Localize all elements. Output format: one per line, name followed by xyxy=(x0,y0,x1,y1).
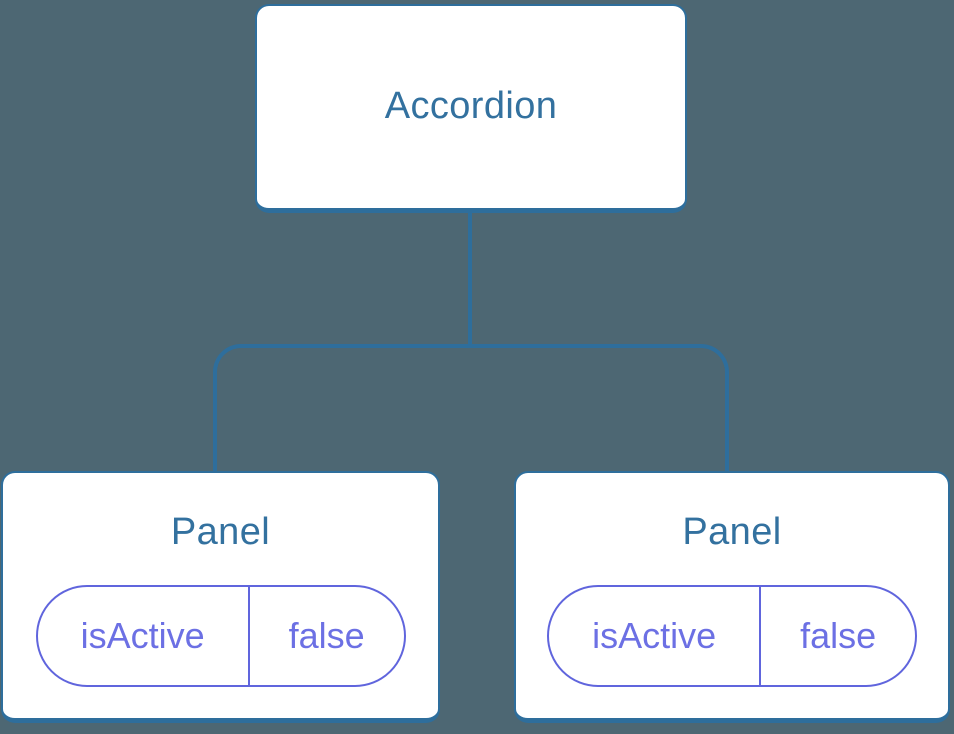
panel-node-label: Panel xyxy=(170,511,271,553)
panel-node-left: Panel isActive false xyxy=(1,471,440,723)
panel-node-right: Panel isActive false xyxy=(514,471,950,723)
prop-pill: isActive false xyxy=(547,584,917,687)
prop-pill: isActive false xyxy=(35,584,406,687)
accordion-node-label: Accordion xyxy=(384,85,558,128)
accordion-node: Accordion xyxy=(255,4,687,213)
connector-stem xyxy=(468,211,472,348)
prop-name: isActive xyxy=(549,586,762,685)
prop-value: false xyxy=(800,614,877,656)
connector-branches xyxy=(213,344,729,472)
prop-name: isActive xyxy=(38,586,250,685)
prop-value: false xyxy=(288,614,365,656)
panel-node-label: Panel xyxy=(682,511,782,553)
